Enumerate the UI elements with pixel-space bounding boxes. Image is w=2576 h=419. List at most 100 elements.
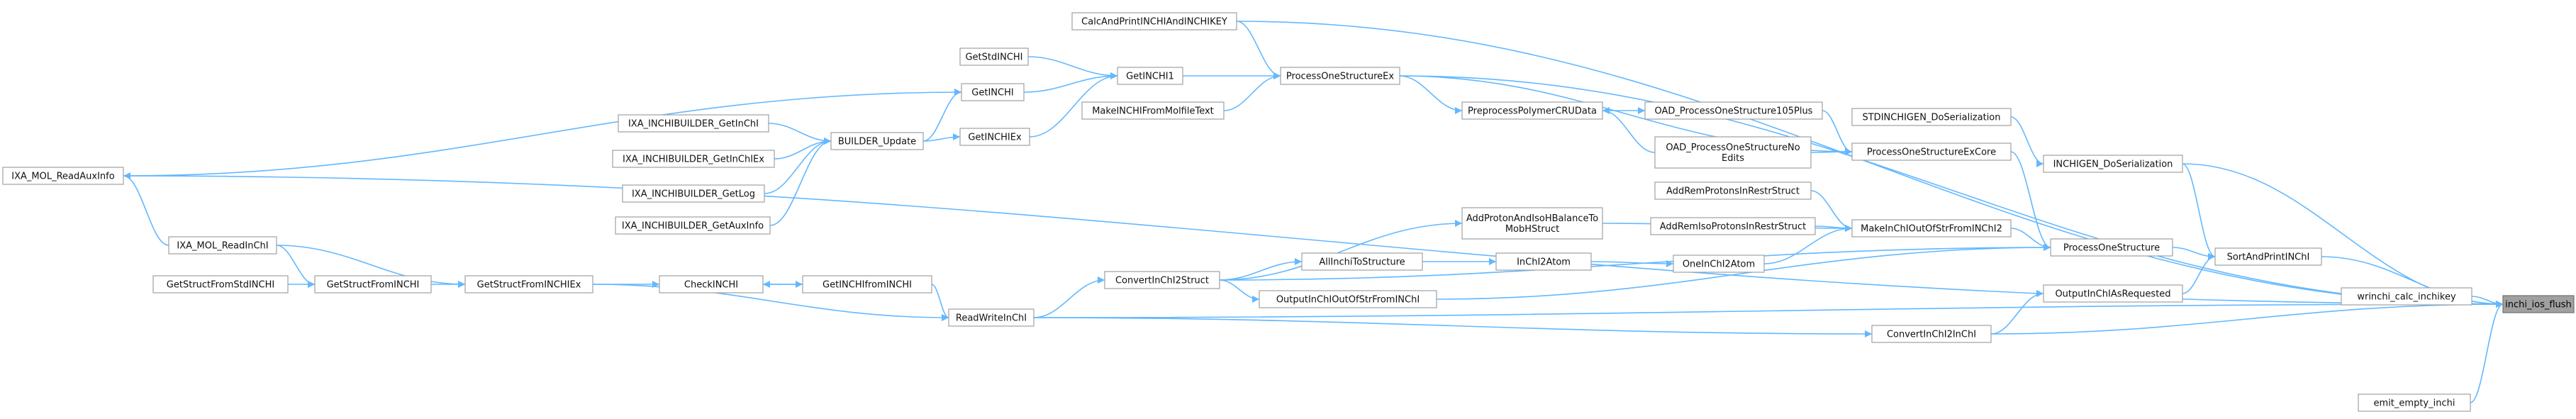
node-box [1461, 101, 1603, 120]
node-label: GetINCHI1 [1126, 72, 1174, 82]
arrowhead-n_ixa_aux-to-n_builder [824, 138, 831, 145]
node-inchigenser[interactable]: INCHIGEN_DoSerialization [2043, 155, 2183, 173]
edge-n_conv2inchi-to-n_flush [1990, 303, 2504, 335]
node-addremiso[interactable]: AddRemIsoProtonsInRestrStruct [1650, 217, 1816, 235]
node-posecore[interactable]: ProcessOneStructureExCore [1851, 143, 2012, 161]
node-builder[interactable]: BUILDER_Update [830, 132, 924, 150]
node-ixa-inchiex[interactable]: IXA_INCHIBUILDER_GetInChIEx [612, 150, 775, 168]
node-box [802, 275, 932, 294]
node-outputinchi[interactable]: OutputInChIOutOfStrFromINChI [1259, 290, 1437, 308]
node-box [1871, 325, 1992, 343]
node-box [2050, 238, 2173, 257]
edge-n_readwrite-to-n_conv2inchi [1033, 317, 1873, 335]
node-label: MakeInChIOutOfStrFromINChI2 [1861, 224, 2002, 235]
node-getstructex[interactable]: GetStructFromINCHIEx [464, 275, 593, 294]
node-ixa-log[interactable]: IXA_INCHIBUILDER_GetLog [622, 184, 765, 203]
node-ixa-mol-aux[interactable]: IXA_MOL_ReadAuxInfo [2, 167, 124, 185]
edge-n_convstruct-to-n_pos [1219, 247, 2051, 281]
node-box [1461, 207, 1603, 240]
node-label: OutputInChIOutOfStrFromINChI [1276, 295, 1420, 306]
edge-n_ixa_log-to-n_builder [764, 140, 832, 194]
node-flush[interactable]: inchi_ios_flush [2502, 295, 2575, 313]
node-box [2341, 287, 2472, 306]
node-getinchifrom[interactable]: GetINCHIfromINCHI [802, 275, 932, 294]
node-getstruct[interactable]: GetStructFromINCHI [314, 275, 432, 294]
node-sortprint[interactable]: SortAndPrintINChI [2214, 247, 2322, 266]
node-oad105[interactable]: OAD_ProcessOneStructure105Plus [1644, 101, 1823, 120]
node-label: IXA_INCHIBUILDER_GetLog [632, 189, 755, 200]
node-label: OAD_ProcessOneStructureNo [1666, 143, 1800, 153]
node-box [1081, 101, 1225, 120]
node-box [1117, 67, 1183, 85]
arrowhead-n_conv2inchi-to-n_outputasreq [2036, 290, 2043, 297]
node-oneinchi[interactable]: OneInChI2Atom [1673, 255, 1765, 273]
edge-n_make-to-n_pose [1223, 75, 1281, 111]
node-label: IXA_INCHIBUILDER_GetAuxInfo [622, 221, 764, 232]
arrowhead-n_convstruct-to-n_addproton [1455, 220, 1462, 227]
arrowhead-n_ixa_readinchi-to-n_ixa_mol_aux [123, 172, 130, 179]
node-label: Edits [1722, 153, 1744, 164]
node-checkinchi[interactable]: CheckINCHI [659, 275, 764, 294]
node-stdser[interactable]: STDINCHIGEN_DoSerialization [1851, 108, 2012, 126]
node-addremr[interactable]: AddRemProtonsInRestrStruct [1654, 181, 1812, 200]
arrowhead-n_ixa_readinchi-to-n_getstruct [308, 281, 315, 288]
node-conv2inchi[interactable]: ConvertInChI2InChI [1871, 325, 1992, 343]
node-emit[interactable]: emit_empty_inchi [2358, 393, 2471, 412]
node-label: GetStructFromStdINCHI [167, 280, 274, 291]
node-ixa-inchi[interactable]: IXA_INCHIBUILDER_GetInChI [618, 114, 769, 133]
arrowhead-n_getinchifrom-to-n_checkinchi [763, 281, 770, 288]
arrowhead-n_stdser-to-n_inchigenser [2036, 160, 2043, 167]
node-label: MakeINCHIFromMolfileText [1092, 106, 1214, 117]
node-label: INCHIGEN_DoSerialization [2053, 160, 2173, 170]
node-label: AddProtonAndIsoHBalanceTo [1466, 213, 1598, 224]
edge-n_oad105-to-n_posecore [1822, 110, 1853, 152]
node-box [618, 114, 769, 133]
node-ppcru[interactable]: PreprocessPolymerCRUData [1461, 101, 1603, 120]
node-box [615, 216, 771, 235]
node-box [1851, 108, 2012, 126]
node-inchi2atom[interactable]: InChI2Atom [1495, 252, 1592, 271]
node-label: BUILDER_Update [838, 137, 916, 147]
node-getstructstd[interactable]: GetStructFromStdINCHI [152, 275, 289, 294]
edge-n_getinchi-to-n_getinchi1 [1023, 75, 1118, 93]
edge-n_readwrite-to-n_flush [1033, 303, 2504, 318]
node-label: ProcessOneStructureEx [1286, 72, 1394, 82]
node-ixa-readinchi[interactable]: IXA_MOL_ReadInChI [168, 236, 277, 255]
arrowhead-n_pose-to-n_posecore [1845, 148, 1852, 155]
node-pose[interactable]: ProcessOneStructureEx [1280, 67, 1400, 85]
edge-n_outputasreq-to-n_sortprint [2182, 256, 2216, 294]
arrowhead-n_ppcru-to-n_oad105 [1638, 107, 1645, 114]
edge-n_convstruct-to-n_allinchi [1219, 261, 1303, 281]
node-box [1851, 219, 2012, 238]
node-getinchi[interactable]: GetINCHI [961, 83, 1025, 101]
node-box [168, 236, 277, 255]
node-outputasreq[interactable]: OutputInChIAsRequested [2043, 284, 2183, 303]
edge-n_sortprint-to-n_flush [2321, 256, 2504, 305]
edge-n_builder-to-n_getinchi [922, 91, 962, 142]
node-getinchiex[interactable]: GetINCHIEx [959, 128, 1030, 146]
edge-n_ixa_readinchi-to-n_ixa_mol_aux [123, 175, 169, 246]
arrowhead-n_allinchi-to-n_inchi2atom [1489, 258, 1496, 265]
edge-n_ixa_aux-to-n_builder [769, 140, 832, 226]
node-pos[interactable]: ProcessOneStructure [2050, 238, 2173, 257]
node-box [1301, 252, 1423, 271]
node-ixa-aux[interactable]: IXA_INCHIBUILDER_GetAuxInfo [615, 216, 771, 235]
node-getinchi1[interactable]: GetINCHI1 [1117, 67, 1183, 85]
node-wcalc[interactable]: wrinchi_calc_inchikey [2341, 287, 2472, 306]
node-make[interactable]: MakeINCHIFromMolfileText [1081, 101, 1225, 120]
nodes-layer: inchi_ios_flush CalcAndPrintINCHIAndINCHI… [2, 12, 2575, 412]
arrowhead-n_ixa_mol_aux-to-n_flush [2496, 301, 2503, 308]
node-make2[interactable]: MakeInChIOutOfStrFromINChI2 [1851, 219, 2012, 238]
node-calc[interactable]: CalcAndPrintINCHIAndINCHIKEY [1071, 12, 1237, 30]
node-getstd[interactable]: GetStdINCHI [959, 48, 1029, 66]
node-label: IXA_MOL_ReadInChI [177, 241, 268, 252]
node-convstruct[interactable]: ConvertInChI2Struct [1104, 271, 1220, 289]
node-allinchi[interactable]: AllInchiToStructure [1301, 252, 1423, 271]
node-box [948, 308, 1035, 327]
edge-n_getstructex-to-n_readwrite [592, 284, 949, 318]
node-readwrite[interactable]: ReadWriteInChI [948, 308, 1035, 327]
edge-n_addremr-to-n_make2 [1810, 190, 1853, 229]
edge-n_getstd-to-n_getinchi1 [1027, 56, 1118, 77]
